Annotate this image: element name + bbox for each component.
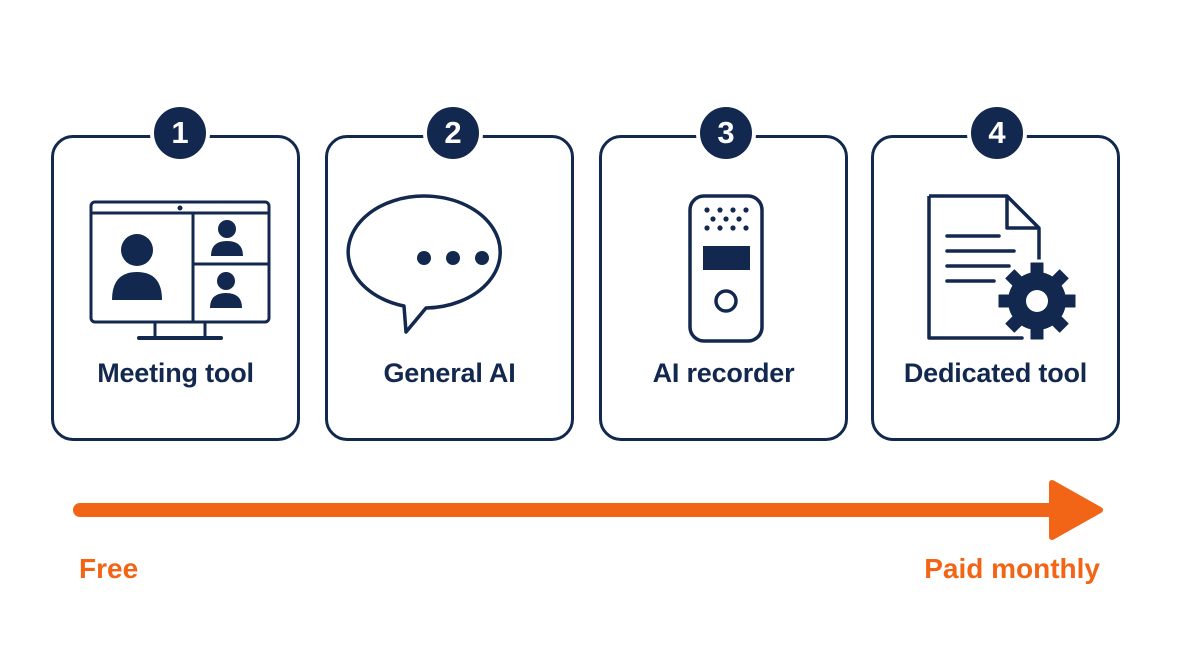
step-label: Dedicated tool (903, 358, 1088, 388)
scale-start-label: Free (79, 553, 139, 584)
step-number-badge-3: 3 (696, 103, 756, 163)
document-gear-icon (927, 194, 1079, 343)
step-label: AI recorder (652, 358, 795, 388)
step-label: General AI (383, 358, 516, 388)
scale-end-label: Paid monthly (924, 553, 1100, 584)
step-number-badge-1: 1 (150, 103, 210, 163)
chat-bubble-icon (346, 194, 502, 334)
video-meeting-icon (89, 200, 271, 340)
voice-recorder-icon (688, 194, 764, 343)
step-number-badge-2: 2 (423, 103, 483, 163)
step-number-badge-4: 4 (967, 103, 1027, 163)
cost-arrow (73, 480, 1103, 540)
step-card-dedicated-tool: Dedicated tool (871, 135, 1120, 441)
step-card-meeting-tool: Meeting tool (51, 135, 300, 441)
step-label: Meeting tool (97, 358, 254, 388)
step-card-general-ai: General AI (325, 135, 574, 441)
step-card-ai-recorder: AI recorder (599, 135, 848, 441)
